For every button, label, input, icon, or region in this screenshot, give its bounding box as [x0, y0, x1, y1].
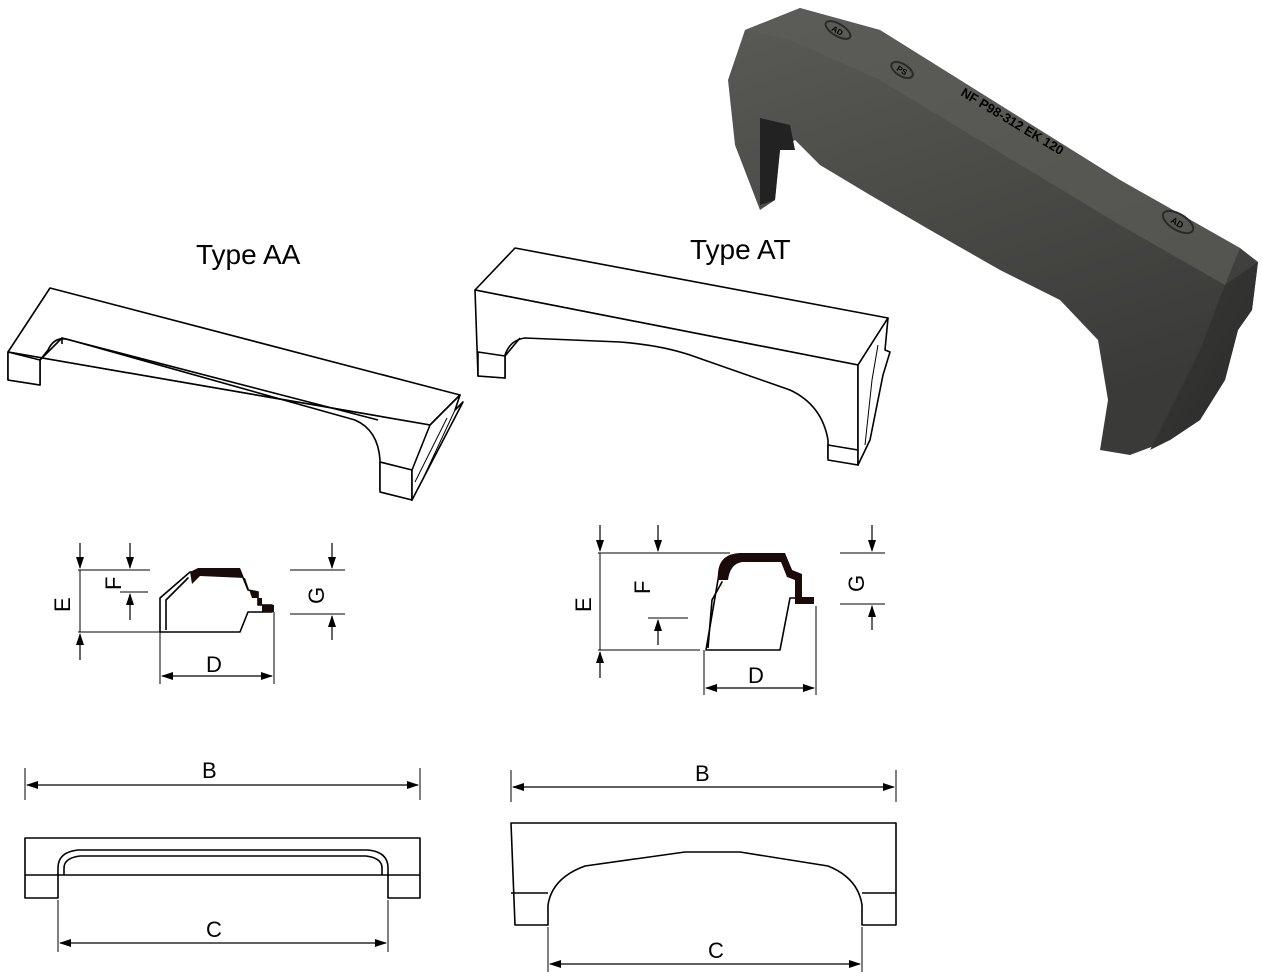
- type-at-isometric: [474, 247, 891, 466]
- casting-body: [728, 8, 1258, 455]
- type-aa-title: Type AA: [196, 239, 301, 270]
- type-at-title: Type AT: [690, 234, 791, 265]
- casting-top-face: [745, 8, 1240, 285]
- casting-end-opening: [760, 118, 795, 205]
- type-at-dim-f: F: [630, 581, 655, 594]
- type-at-dim-c: C: [708, 938, 724, 963]
- type-at-section: E F G D: [571, 525, 885, 695]
- badge-mid-oval: [890, 60, 914, 80]
- type-at-dim-g: G: [844, 575, 869, 592]
- type-aa-dim-e: E: [50, 597, 75, 612]
- type-at-dim-d: D: [748, 663, 764, 688]
- type-aa-isometric: [7, 287, 464, 501]
- casting-right-end: [1150, 262, 1258, 450]
- type-aa-dim-f: F: [101, 577, 126, 590]
- type-aa-section: E F G D: [50, 543, 345, 684]
- type-aa-dim-c: C: [206, 917, 222, 942]
- type-at-dim-b: B: [695, 761, 710, 786]
- badge-left-oval: [824, 20, 852, 40]
- type-aa-dim-d: D: [206, 652, 222, 677]
- type-aa-elevation: B C: [24, 758, 421, 952]
- badge-right-oval: [1161, 209, 1195, 235]
- type-at-dim-e: E: [571, 597, 596, 612]
- type-at-elevation: B C: [510, 761, 897, 972]
- type-aa-dim-g: G: [304, 587, 329, 604]
- type-aa-dim-b: B: [202, 758, 217, 783]
